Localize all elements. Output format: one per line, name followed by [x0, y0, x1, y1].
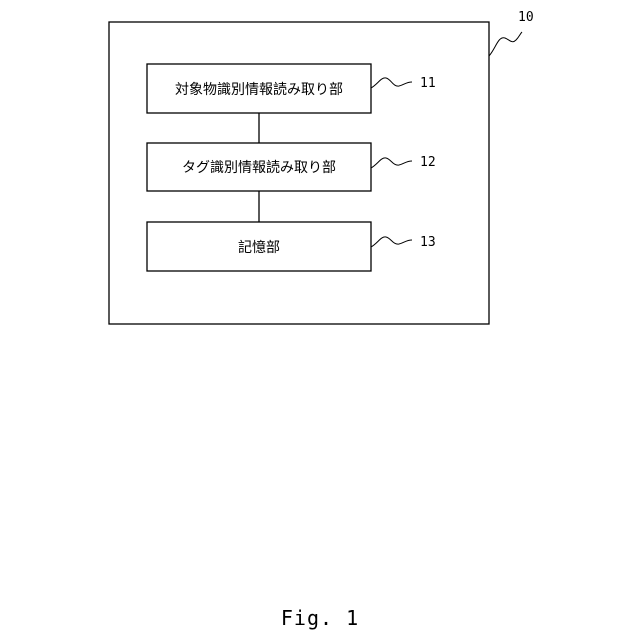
block-leader-line	[371, 78, 412, 88]
block-label: 対象物識別情報読み取り部	[175, 81, 343, 98]
block-storage: 記憶部 13	[147, 222, 436, 271]
block-tag-id-reader: タグ識別情報読み取り部 12	[147, 143, 436, 191]
device-ref-label: 10	[518, 10, 534, 25]
device-leader-line	[489, 32, 522, 56]
block-leader-line	[371, 237, 412, 247]
block-ref-label: 12	[420, 155, 436, 170]
figure-caption: Fig. 1	[0, 606, 640, 630]
block-ref-label: 13	[420, 235, 436, 250]
block-label: タグ識別情報読み取り部	[182, 159, 336, 176]
block-leader-line	[371, 158, 412, 168]
block-object-id-reader: 対象物識別情報読み取り部 11	[147, 64, 436, 113]
block-ref-label: 11	[420, 76, 436, 91]
block-label: 記憶部	[238, 239, 280, 256]
